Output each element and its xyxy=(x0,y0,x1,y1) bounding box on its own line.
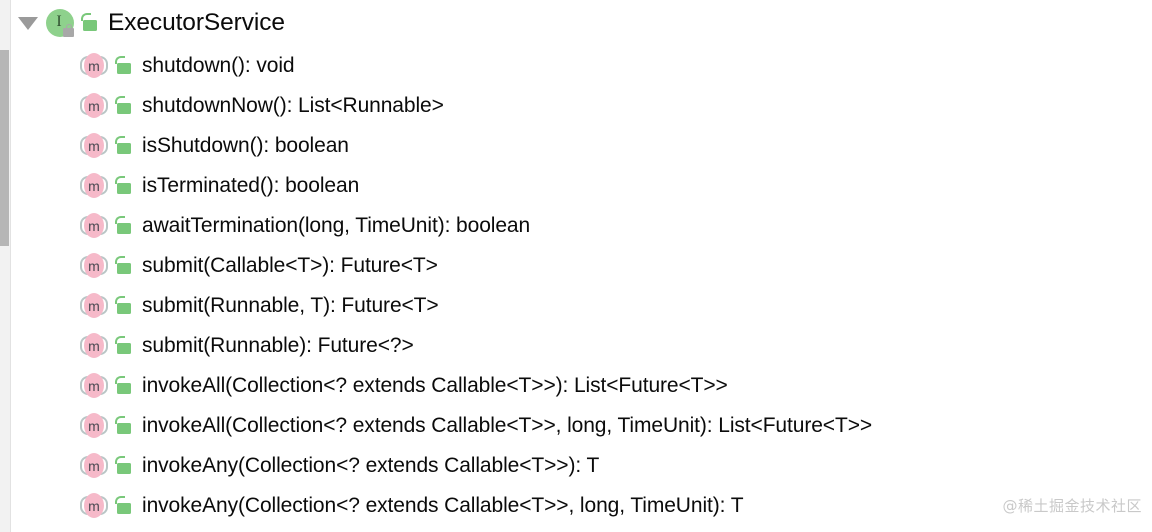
method-icon-glyph: m xyxy=(88,138,100,154)
tree-row-label: shutdown(): void xyxy=(142,54,295,77)
public-unlocked-padlock-icon xyxy=(112,335,136,357)
tree-row-label: isTerminated(): boolean xyxy=(142,174,360,197)
method-icon-glyph: m xyxy=(88,458,100,474)
tree-row-label: invokeAny(Collection<? extends Callable<… xyxy=(142,494,744,517)
tree-row-label: submit(Runnable): Future<?> xyxy=(142,334,414,357)
method-icon-glyph: m xyxy=(88,258,100,274)
method-icon-glyph: m xyxy=(88,218,100,234)
interface-icon-lock-overlay xyxy=(63,24,74,37)
public-unlocked-padlock-icon xyxy=(112,375,136,397)
tree-row-label: submit(Runnable, T): Future<T> xyxy=(142,294,439,317)
tree-row-method-1[interactable]: m shutdownNow(): List<Runnable> xyxy=(11,86,1152,126)
interface-icon: I xyxy=(45,8,75,38)
tree-row-method-9[interactable]: m invokeAll(Collection<? extends Callabl… xyxy=(11,406,1152,446)
tree-row-label: ExecutorService xyxy=(108,9,285,36)
tree-row-method-5[interactable]: m submit(Callable<T>): Future<T> xyxy=(11,246,1152,286)
tree-row-label: awaitTermination(long, TimeUnit): boolea… xyxy=(142,214,531,237)
method-icon-glyph: m xyxy=(88,298,100,314)
tree-row-label: shutdownNow(): List<Runnable> xyxy=(142,94,444,117)
method-icon-glyph: m xyxy=(88,418,100,434)
public-unlocked-padlock-icon xyxy=(112,135,136,157)
tree-row-method-10[interactable]: m invokeAny(Collection<? extends Callabl… xyxy=(11,446,1152,486)
method-icon: m xyxy=(79,491,109,521)
method-icon: m xyxy=(79,251,109,281)
method-icon-glyph: m xyxy=(88,338,100,354)
method-icon: m xyxy=(79,451,109,481)
method-icon: m xyxy=(79,131,109,161)
public-unlocked-padlock-icon xyxy=(112,455,136,477)
public-unlocked-padlock-icon xyxy=(112,295,136,317)
tree-view: I ExecutorService m shutdown(): void xyxy=(11,0,1152,532)
method-icon-glyph: m xyxy=(88,98,100,114)
method-icon-glyph: m xyxy=(88,178,100,194)
method-icon: m xyxy=(79,411,109,441)
method-icon: m xyxy=(79,331,109,361)
tree-row-method-11[interactable]: m invokeAny(Collection<? extends Callabl… xyxy=(11,486,1152,526)
method-icon: m xyxy=(79,291,109,321)
tree-row-method-4[interactable]: m awaitTermination(long, TimeUnit): bool… xyxy=(11,206,1152,246)
method-icon-glyph: m xyxy=(88,498,100,514)
vertical-scrollbar-thumb[interactable] xyxy=(0,50,9,246)
vertical-scrollbar[interactable] xyxy=(0,0,11,532)
public-unlocked-padlock-icon xyxy=(112,215,136,237)
tree-row-method-3[interactable]: m isTerminated(): boolean xyxy=(11,166,1152,206)
watermark: @稀土掘金技术社区 xyxy=(1002,497,1142,515)
method-icon: m xyxy=(79,211,109,241)
tree-row-method-8[interactable]: m invokeAll(Collection<? extends Callabl… xyxy=(11,366,1152,406)
method-icon: m xyxy=(79,171,109,201)
tree-row-method-2[interactable]: m isShutdown(): boolean xyxy=(11,126,1152,166)
tree-row-label: isShutdown(): boolean xyxy=(142,134,349,157)
public-unlocked-padlock-icon xyxy=(78,12,102,34)
tree-row-label: submit(Callable<T>): Future<T> xyxy=(142,254,438,277)
tree-row-label: invokeAll(Collection<? extends Callable<… xyxy=(142,374,728,397)
tree-row-root[interactable]: I ExecutorService xyxy=(11,0,1152,46)
tree-row-method-6[interactable]: m submit(Runnable, T): Future<T> xyxy=(11,286,1152,326)
interface-icon-glyph: I xyxy=(56,13,62,30)
method-icon: m xyxy=(79,91,109,121)
triangle-down-icon[interactable] xyxy=(11,16,45,30)
method-icon: m xyxy=(79,51,109,81)
public-unlocked-padlock-icon xyxy=(112,55,136,77)
public-unlocked-padlock-icon xyxy=(112,495,136,517)
public-unlocked-padlock-icon xyxy=(112,255,136,277)
public-unlocked-padlock-icon xyxy=(112,415,136,437)
tree-row-method-7[interactable]: m submit(Runnable): Future<?> xyxy=(11,326,1152,366)
method-icon: m xyxy=(79,371,109,401)
tree-row-method-0[interactable]: m shutdown(): void xyxy=(11,46,1152,86)
tree-member-list: m shutdown(): void m shutdownNow(): List… xyxy=(11,46,1152,526)
public-unlocked-padlock-icon xyxy=(112,95,136,117)
method-icon-glyph: m xyxy=(88,58,100,74)
method-icon-glyph: m xyxy=(88,378,100,394)
tree-row-label: invokeAny(Collection<? extends Callable<… xyxy=(142,454,600,477)
tree-row-label: invokeAll(Collection<? extends Callable<… xyxy=(142,414,873,437)
public-unlocked-padlock-icon xyxy=(112,175,136,197)
